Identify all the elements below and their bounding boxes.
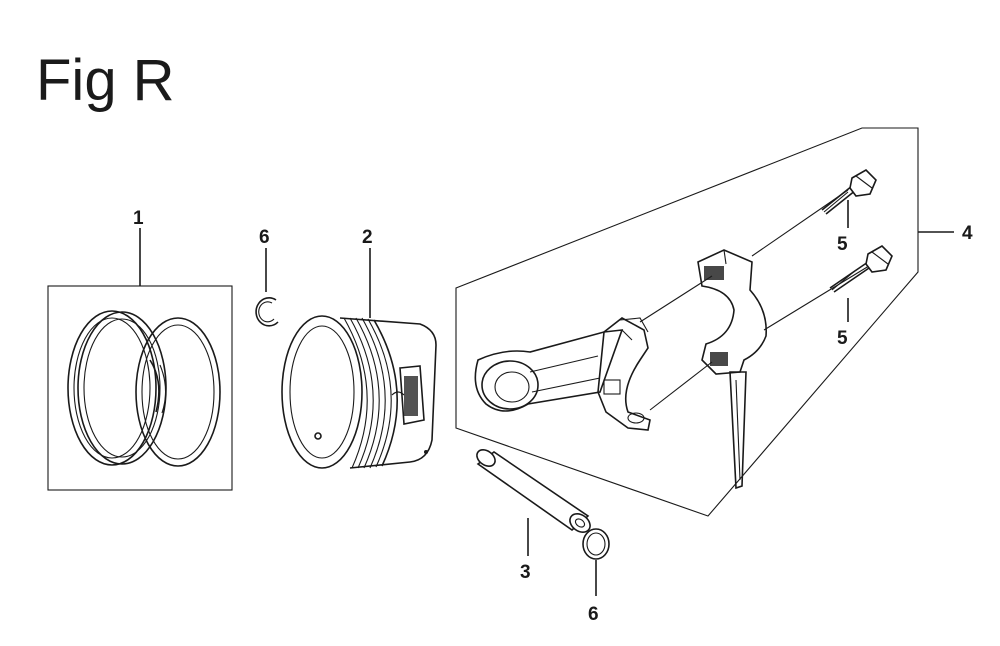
piston-pin-clip-top bbox=[255, 248, 279, 327]
figure-title: Fig R bbox=[36, 48, 175, 113]
piston-pin bbox=[476, 449, 591, 556]
connecting-rod-assembly bbox=[455, 127, 954, 517]
piston bbox=[281, 248, 437, 469]
callout-1: 1 bbox=[133, 208, 144, 229]
ring-set-frame bbox=[47, 285, 233, 491]
assembly-frame bbox=[455, 127, 919, 517]
callout-4: 4 bbox=[962, 223, 973, 244]
callout-3: 3 bbox=[520, 562, 531, 583]
callout-6-top: 6 bbox=[259, 227, 270, 248]
callout-2: 2 bbox=[362, 227, 373, 248]
callout-5-upper: 5 bbox=[837, 234, 848, 255]
rod-bolt-upper bbox=[821, 169, 877, 228]
callout-6-bottom: 6 bbox=[588, 604, 599, 625]
piston-ring-set bbox=[47, 228, 233, 491]
piston-pin-clip-bottom bbox=[582, 528, 610, 596]
rod-bolt-lower bbox=[829, 245, 893, 322]
callout-5-lower: 5 bbox=[837, 328, 848, 349]
